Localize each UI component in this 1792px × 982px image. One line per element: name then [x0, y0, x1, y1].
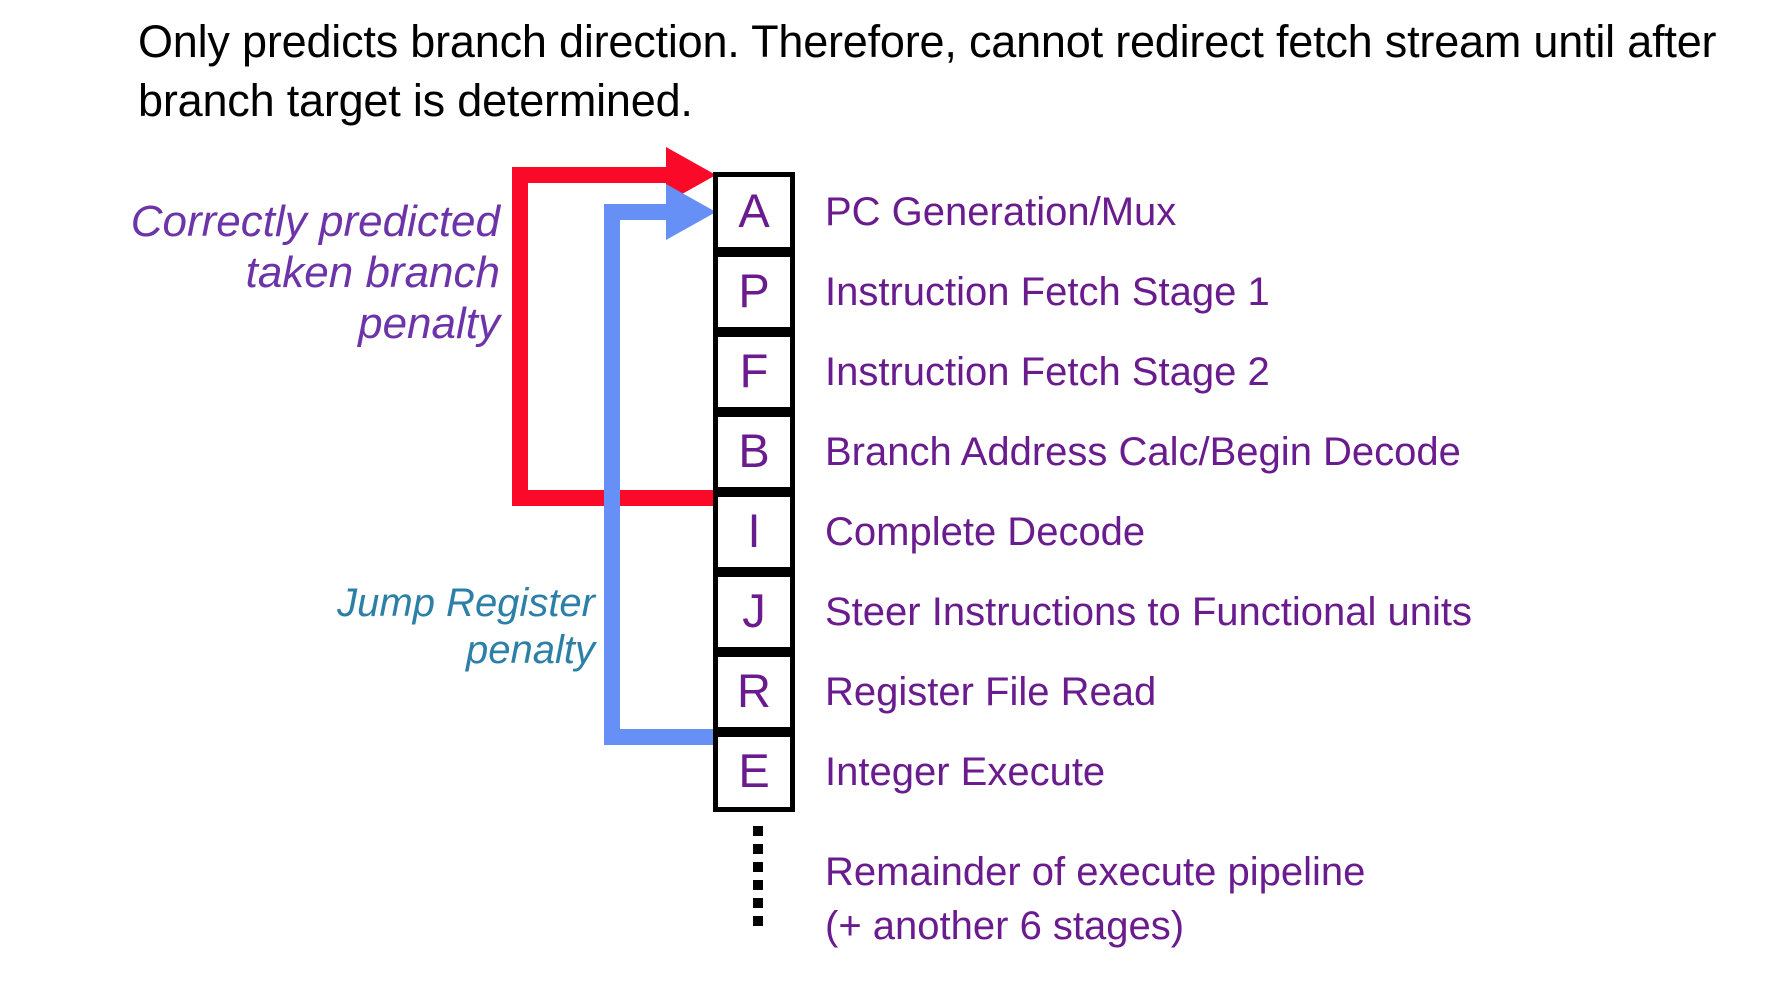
- continuation-line1: Remainder of execute pipeline: [825, 850, 1366, 894]
- stage-letter-b: B: [738, 423, 770, 477]
- stage-description-i: Complete Decode: [825, 510, 1146, 554]
- pipeline-stage-row: A PC Generation/Mux: [713, 172, 1176, 252]
- dot: [753, 862, 763, 872]
- stage-description-e: Integer Execute: [825, 750, 1106, 794]
- stage-box-r: R: [713, 652, 795, 732]
- pipeline-stage-row: J Steer Instructions to Functional units: [713, 572, 1472, 652]
- stage-box-f: F: [713, 332, 795, 412]
- stage-letter-e: E: [738, 743, 770, 797]
- branch-penalty-label: Correctly predicted taken branch penalty: [0, 196, 500, 349]
- stage-box-b: B: [713, 412, 795, 492]
- stage-box-i: I: [713, 492, 795, 572]
- jump-register-penalty-label-line1: Jump Register: [337, 581, 595, 625]
- stage-box-p: P: [713, 252, 795, 332]
- pipeline-stage-row: E Integer Execute: [713, 732, 1105, 812]
- dot: [753, 916, 763, 926]
- stage-description-a: PC Generation/Mux: [825, 190, 1177, 234]
- stage-letter-j: J: [742, 583, 766, 637]
- jump-register-penalty-label: Jump Register penalty: [120, 580, 595, 674]
- jump-register-penalty-arrow: [604, 184, 716, 745]
- branch-penalty-label-line1: Correctly predicted: [130, 197, 500, 246]
- stage-letter-p: P: [738, 263, 770, 317]
- dot: [753, 844, 763, 854]
- stage-letter-f: F: [739, 343, 769, 397]
- pipeline-continuation-text: Remainder of execute pipeline (+ another…: [825, 845, 1365, 953]
- stage-box-a: A: [713, 172, 795, 252]
- pipeline-stage-row: F Instruction Fetch Stage 2: [713, 332, 1270, 412]
- pipeline-continuation-dots-icon: [753, 826, 763, 934]
- branch-penalty-label-line3: penalty: [358, 299, 500, 349]
- header-description: Only predicts branch direction. Therefor…: [138, 16, 1717, 127]
- pipeline-stage-row: I Complete Decode: [713, 492, 1145, 572]
- stage-letter-a: A: [738, 183, 770, 237]
- dot: [753, 880, 763, 890]
- stage-box-j: J: [713, 572, 795, 652]
- continuation-line2: (+ another 6 stages): [825, 904, 1185, 948]
- pipeline-stage-row: B Branch Address Calc/Begin Decode: [713, 412, 1461, 492]
- stage-box-e: E: [713, 732, 795, 812]
- pipeline-stage-row: R Register File Read: [713, 652, 1156, 732]
- dot: [753, 898, 763, 908]
- pipeline-stage-row: P Instruction Fetch Stage 1: [713, 252, 1270, 332]
- stage-description-j: Steer Instructions to Functional units: [825, 590, 1472, 634]
- dot: [753, 826, 763, 836]
- jump-register-penalty-label-line2: penalty: [466, 628, 595, 673]
- stage-description-f: Instruction Fetch Stage 2: [825, 350, 1270, 394]
- stage-description-r: Register File Read: [825, 670, 1157, 714]
- stage-description-p: Instruction Fetch Stage 1: [825, 270, 1270, 314]
- branch-penalty-label-line2: taken branch: [245, 248, 500, 298]
- branch-penalty-arrow: [512, 147, 716, 506]
- stage-letter-i: I: [747, 503, 761, 557]
- stage-letter-r: R: [737, 663, 771, 717]
- pipeline-stage-column: A PC Generation/Mux P Instruction Fetch …: [713, 172, 1472, 812]
- stage-description-b: Branch Address Calc/Begin Decode: [825, 430, 1461, 474]
